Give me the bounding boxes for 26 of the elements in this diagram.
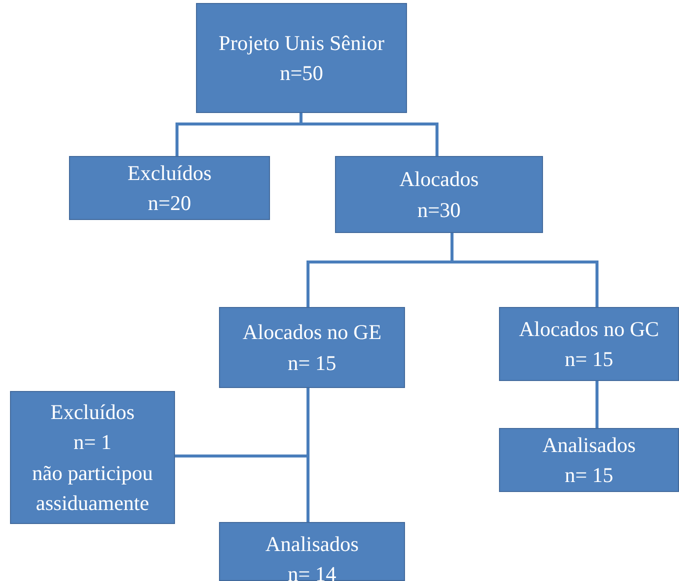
process-box xyxy=(69,156,270,220)
box-text: Alocados xyxy=(399,166,479,194)
box-text: n= 15 xyxy=(564,462,614,489)
box-text: Projeto Unis Sênior xyxy=(218,30,384,57)
box-text: n= 1 xyxy=(73,429,112,456)
box-text: Alocados no GC xyxy=(519,316,659,343)
box-text: n=50 xyxy=(280,60,324,87)
box-text: n=30 xyxy=(417,196,461,224)
process-box xyxy=(219,307,405,388)
process-box xyxy=(335,156,543,233)
box-text: Analisados xyxy=(265,531,359,558)
box-text: Alocados no GE xyxy=(242,319,382,346)
box-text: n=20 xyxy=(148,190,192,217)
process-box xyxy=(196,3,407,113)
box-text: n= 15 xyxy=(564,346,614,373)
box-text: n= 14 xyxy=(288,561,336,581)
connector-line xyxy=(596,381,598,428)
process-box xyxy=(219,522,405,581)
box-text: n= 15 xyxy=(288,350,336,376)
box-text: não participou assiduamente xyxy=(31,460,154,517)
process-box xyxy=(499,307,679,381)
box-text: Excluídos xyxy=(50,398,134,426)
process-box xyxy=(10,391,175,524)
box-text: Analisados xyxy=(542,432,636,459)
box-text: Excluídos xyxy=(128,160,212,187)
process-box xyxy=(499,428,679,492)
